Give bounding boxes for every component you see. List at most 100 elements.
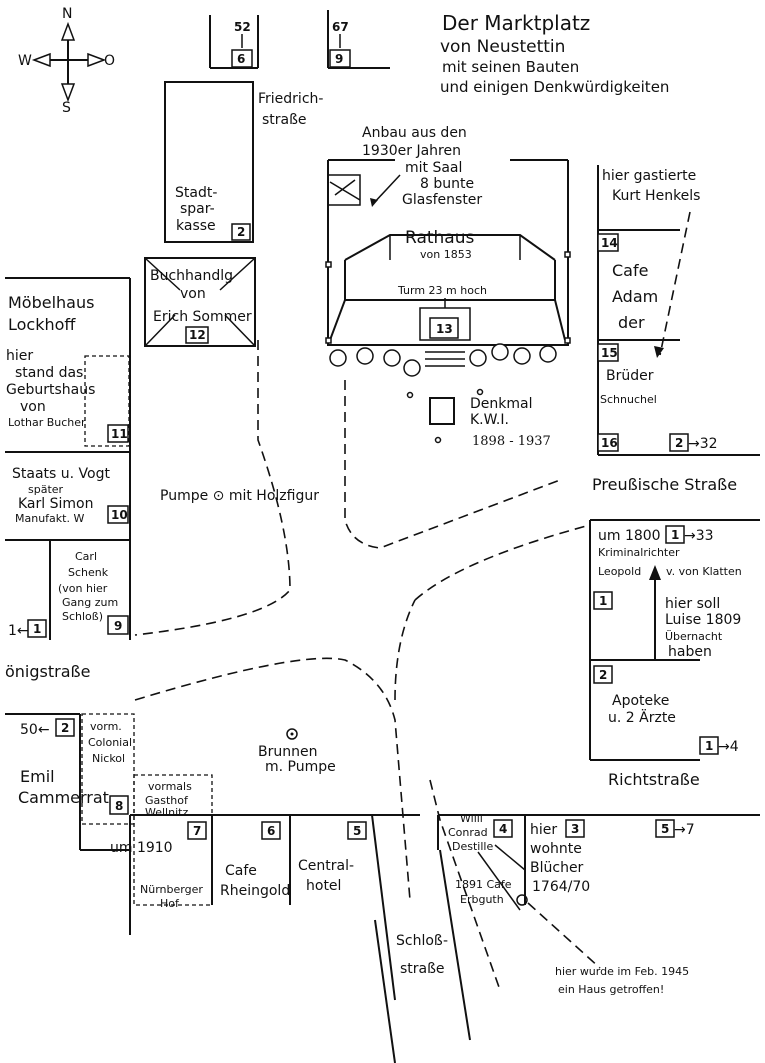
rheingold-2: Rheingold xyxy=(220,883,290,899)
house-number-9-top: 9 xyxy=(335,52,343,66)
central-1: Central- xyxy=(298,858,354,874)
house-number-14: 14 xyxy=(601,236,618,250)
moebel-1: Möbelhaus xyxy=(8,293,94,312)
west-block: Möbelhaus Lockhoff hier stand das Geburt… xyxy=(5,277,131,640)
top-houses: 6 52 9 67 xyxy=(209,10,390,69)
street-richt: Richtstraße xyxy=(608,770,700,789)
compass-w: W xyxy=(18,53,32,69)
colonial-1: vorm. xyxy=(90,720,122,733)
cafe-adam-2: Adam xyxy=(612,287,658,306)
denkmal-years: 1898 - 1937 xyxy=(472,434,551,449)
central-square-outline xyxy=(134,340,591,991)
sparkasse-1: Stadt- xyxy=(175,185,217,201)
sparkasse-2: spar- xyxy=(180,201,215,217)
compass-o: O xyxy=(104,53,115,69)
brunnen-1: Brunnen xyxy=(258,744,317,760)
colonial-2: Colonial xyxy=(88,736,132,749)
street-schloss-2: straße xyxy=(400,961,445,977)
schenk-5: Schloß) xyxy=(62,610,103,623)
arrow-50: 50← xyxy=(20,722,50,738)
rheingold-1: Cafe xyxy=(225,863,257,879)
kriminal-1: Kriminalrichter xyxy=(598,546,680,559)
um1910: um 1910 xyxy=(110,840,173,856)
henkels-1: hier gastierte xyxy=(602,168,696,184)
anbau-1: Anbau aus den xyxy=(362,125,467,141)
title-line-2: von Neustettin xyxy=(440,37,565,57)
brueder-1: Brüder xyxy=(606,368,654,384)
house-number-1-east: 1 xyxy=(671,528,679,542)
house-number-2-apoteke: 2 xyxy=(599,668,607,682)
erb-2: Erbguth xyxy=(460,893,504,906)
house-number-7: 7 xyxy=(193,824,201,838)
house-number-1-richt: 1 xyxy=(705,739,713,753)
emil-2: Cammerrat xyxy=(18,788,109,807)
southwest-block: 50← 2 vorm. Colonial Nickol Emil Cammerr… xyxy=(5,713,420,1001)
luise-2: Luise 1809 xyxy=(665,612,741,628)
brueder-2: Schnuchel xyxy=(600,393,657,406)
compass-n: N xyxy=(62,6,72,22)
denkmal: Denkmal K.W.I. 1898 - 1937 xyxy=(406,388,551,449)
street-preussische: Preußische Straße xyxy=(592,475,737,494)
staats-4: Manufakt. W xyxy=(15,512,84,525)
arrow-to-33: →33 xyxy=(684,528,714,544)
anbau-annotation: Anbau aus den 1930er Jahren mit Saal 8 b… xyxy=(362,125,482,208)
bluecher-2: wohnte xyxy=(530,841,582,857)
um1800: um 1800 xyxy=(598,528,661,544)
rathaus-building: 13 Rathaus von 1853 Turm 23 m hoch xyxy=(325,159,571,367)
arrow-to-32: →32 xyxy=(688,436,718,452)
rathaus-year: von 1853 xyxy=(420,248,472,261)
denkmal-1: Denkmal xyxy=(470,396,532,412)
title-line-4: und einigen Denkwürdigkeiten xyxy=(440,78,669,96)
title-line-1: Der Marktplatz xyxy=(442,11,590,35)
willi-1: Willi xyxy=(460,812,483,825)
title-line-3: mit seinen Bauten xyxy=(442,58,579,76)
luise-3: Übernacht xyxy=(665,630,723,643)
house-number-5-east: 5 xyxy=(661,822,669,836)
schenk-1: Carl xyxy=(75,550,97,563)
bluecher-1: hier xyxy=(530,822,557,838)
map-title: Der Marktplatz von Neustettin mit seinen… xyxy=(440,11,669,96)
henkels-2: Kurt Henkels xyxy=(612,188,700,204)
east-block-top: hier gastierte Kurt Henkels 14 Cafe Adam… xyxy=(597,165,760,456)
anbau-3: mit Saal xyxy=(405,160,462,176)
anbau-5: Glasfenster xyxy=(402,192,482,208)
street-friedrich-2: straße xyxy=(262,112,307,128)
sparkasse-3: kasse xyxy=(176,218,216,234)
schloss-street: Schloß- straße xyxy=(374,849,471,1063)
stadtsparkasse-building: Stadt- spar- kasse 2 xyxy=(164,81,254,243)
house-number-4: 4 xyxy=(499,822,507,836)
arrow-to-7: →7 xyxy=(674,822,695,838)
house-number-2-sparkasse: 2 xyxy=(237,225,245,239)
flower-row xyxy=(329,343,557,377)
kriminal-2: Leopold xyxy=(598,565,641,578)
pumpe-label: Pumpe ⊙ mit Holzfigur xyxy=(160,488,319,504)
feb1945-2: ein Haus getroffen! xyxy=(558,983,664,996)
geburt-1: hier xyxy=(6,348,33,364)
feb1945-1: hier wurde im Feb. 1945 xyxy=(555,965,689,978)
apoteke-2: u. 2 Ärzte xyxy=(608,708,676,726)
buchhandlung-building: Buchhandlg von Erich Sommer 12 xyxy=(144,257,256,347)
turm-label: Turm 23 m hoch xyxy=(397,284,487,297)
brunnen-2: m. Pumpe xyxy=(265,759,336,775)
house-number-3: 3 xyxy=(571,822,579,836)
house-number-16: 16 xyxy=(601,436,618,450)
buch-2: von xyxy=(180,286,206,302)
bluecher-4: 1764/70 xyxy=(532,879,590,895)
geburt-5: Lothar Bucher xyxy=(8,416,86,429)
willi-3: Destille xyxy=(452,840,493,853)
willi-2: Conrad xyxy=(448,826,488,839)
house-number-15: 15 xyxy=(601,346,618,360)
southeast-block: Willi Conrad Destille 4 1891 Cafe Erbgut… xyxy=(437,812,760,996)
compass-rose-icon: N S W O xyxy=(18,6,115,116)
nuernberger-1: Nürnberger xyxy=(140,883,203,896)
east-block-middle: um 1800 1 →33 Kriminalrichter Leopold v.… xyxy=(589,519,760,761)
gasthof-1: vormals xyxy=(148,780,192,793)
colonial-3: Nickol xyxy=(92,752,125,765)
denkmal-2: K.W.I. xyxy=(470,412,509,428)
buch-1: Buchhandlg xyxy=(150,268,233,284)
house-number-12: 12 xyxy=(189,328,206,342)
house-number-10: 10 xyxy=(111,508,128,522)
geburt-4: von xyxy=(20,399,46,415)
apoteke-1: Apoteke xyxy=(612,693,669,709)
